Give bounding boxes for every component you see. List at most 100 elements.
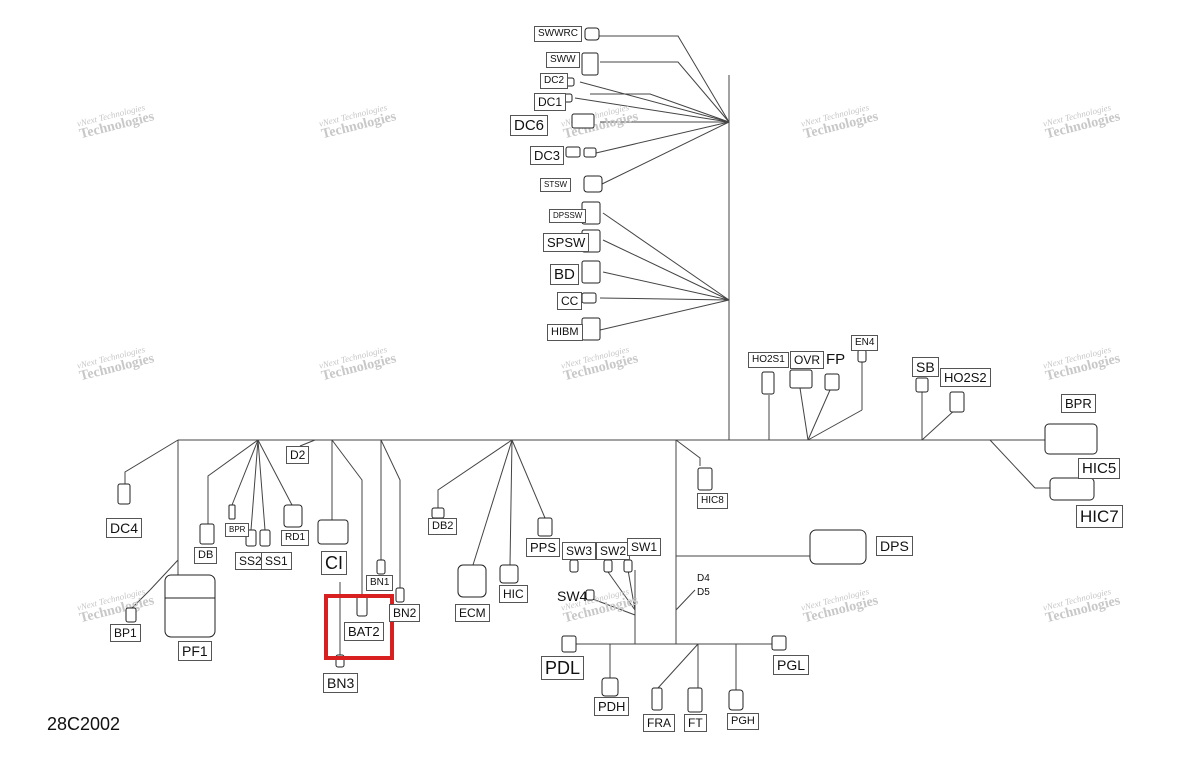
label-sw3: SW3 (562, 542, 597, 560)
swwrc-connector-icon (584, 27, 600, 41)
bn2-connector-icon (395, 587, 405, 603)
dc3-connector-icon (565, 146, 581, 158)
label-cc: CC (557, 292, 583, 310)
label-hic: HIC (499, 585, 528, 603)
dc3b-connector-icon (583, 147, 597, 158)
label-dps: DPS (876, 536, 913, 556)
ss1-connector-icon (259, 529, 271, 547)
label-swwrc: SWWRC (534, 26, 582, 42)
label-pgl: PGL (773, 655, 810, 675)
label-fra: FRA (643, 714, 675, 732)
label-bd: BD (550, 264, 579, 285)
label-bat2: BAT2 (344, 622, 384, 641)
hic-connector-icon (499, 564, 519, 584)
pf1-fusebox-icon (164, 574, 216, 638)
label-ci: CI (321, 551, 347, 575)
hic5-connector-icon (1049, 477, 1095, 501)
label-db: DB (194, 547, 218, 564)
label-pdl: PDL (541, 656, 585, 680)
stsw-connector-icon (583, 175, 603, 193)
label-dc2: DC2 (540, 73, 569, 89)
label-rd1: RD1 (281, 530, 310, 546)
label-sb: SB (912, 357, 939, 377)
label-ss2: SS2 (235, 552, 266, 570)
db-connector-icon (199, 523, 215, 545)
label-ho2s2: HO2S2 (940, 368, 991, 387)
label-stsw: STSW (540, 178, 572, 192)
label-ss1: SS1 (261, 552, 292, 570)
label-dc6: DC6 (510, 115, 549, 136)
label-sww: SWW (546, 52, 580, 68)
highlight-box (324, 594, 394, 660)
label-db2: DB2 (428, 518, 458, 535)
label-hic7: HIC7 (1076, 505, 1123, 528)
label-spsw: SPSW (543, 233, 590, 252)
bd-connector-icon (581, 260, 601, 284)
label-sw4: SW4 (557, 588, 588, 604)
label-bn3: BN3 (323, 673, 359, 693)
sw1-connector-icon (623, 559, 633, 573)
ho2s1-connector-icon (761, 371, 775, 395)
label-hic8: HIC8 (697, 493, 728, 509)
label-pps: PPS (526, 538, 561, 557)
label-pgh: PGH (727, 713, 759, 730)
sw3-connector-icon (569, 559, 579, 573)
cc-connector-icon (581, 292, 597, 304)
drawing-number: 28C2002 (47, 714, 121, 734)
label-bpr-right: BPR (1061, 394, 1096, 413)
dc6-connector-icon (571, 113, 595, 129)
label-hic5: HIC5 (1078, 458, 1121, 479)
label-pdh: PDH (594, 697, 630, 716)
bpr-left-connector-icon (228, 504, 236, 520)
ecm-connector-icon (457, 564, 487, 598)
rd1-connector-icon (283, 504, 303, 528)
hic8-connector-icon (697, 467, 713, 491)
en4-connector-icon (857, 349, 867, 363)
label-ovr: OVR (790, 351, 825, 369)
label-ho2s1: HO2S1 (748, 352, 789, 368)
label-bn1: BN1 (366, 575, 394, 591)
pdh-connector-icon (601, 677, 619, 697)
sw4-connector-icon (585, 589, 595, 601)
label-dc4: DC4 (106, 518, 143, 538)
label-bp1: BP1 (110, 624, 141, 642)
sb-connector-icon (915, 377, 929, 393)
label-sw1: SW1 (627, 538, 662, 556)
dps-connector-icon (809, 529, 867, 565)
label-bpr-left: BPR (225, 523, 250, 537)
pgh-connector-icon (728, 689, 744, 711)
pgl-connector-icon (771, 635, 787, 651)
dc4-connector-icon (117, 483, 131, 505)
label-dc1: DC1 (534, 93, 567, 111)
label-en4: EN4 (851, 335, 879, 351)
ft-connector-icon (687, 687, 703, 713)
label-d4: D4 (697, 573, 710, 584)
sww-connector-icon (581, 52, 599, 76)
fp-connector-icon (824, 373, 840, 391)
sw2-connector-icon (603, 559, 613, 573)
ci-connector-icon (317, 519, 349, 545)
label-ecm: ECM (455, 604, 490, 622)
label-pf1: PF1 (178, 641, 212, 661)
label-dpssw: DPSSW (549, 209, 587, 223)
bpr-right-connector-icon (1044, 423, 1098, 455)
label-dc3: DC3 (530, 146, 565, 165)
label-sw2: SW2 (596, 542, 631, 560)
bp1-connector-icon (125, 607, 137, 623)
fra-connector-icon (651, 687, 663, 711)
label-d2: D2 (286, 446, 310, 464)
bn1-connector-icon (376, 559, 386, 575)
hibm-connector-icon (581, 317, 601, 341)
db2-connector-icon (431, 507, 445, 519)
label-bn2: BN2 (389, 604, 421, 622)
label-fp: FP (826, 351, 846, 368)
ho2s2-connector-icon (949, 391, 965, 413)
label-d5: D5 (697, 587, 710, 598)
label-hibm: HIBM (547, 324, 583, 341)
pps-connector-icon (537, 517, 553, 537)
ovr-connector-icon (789, 369, 813, 389)
pdl-connector-icon (561, 635, 577, 653)
label-ft: FT (684, 714, 707, 732)
